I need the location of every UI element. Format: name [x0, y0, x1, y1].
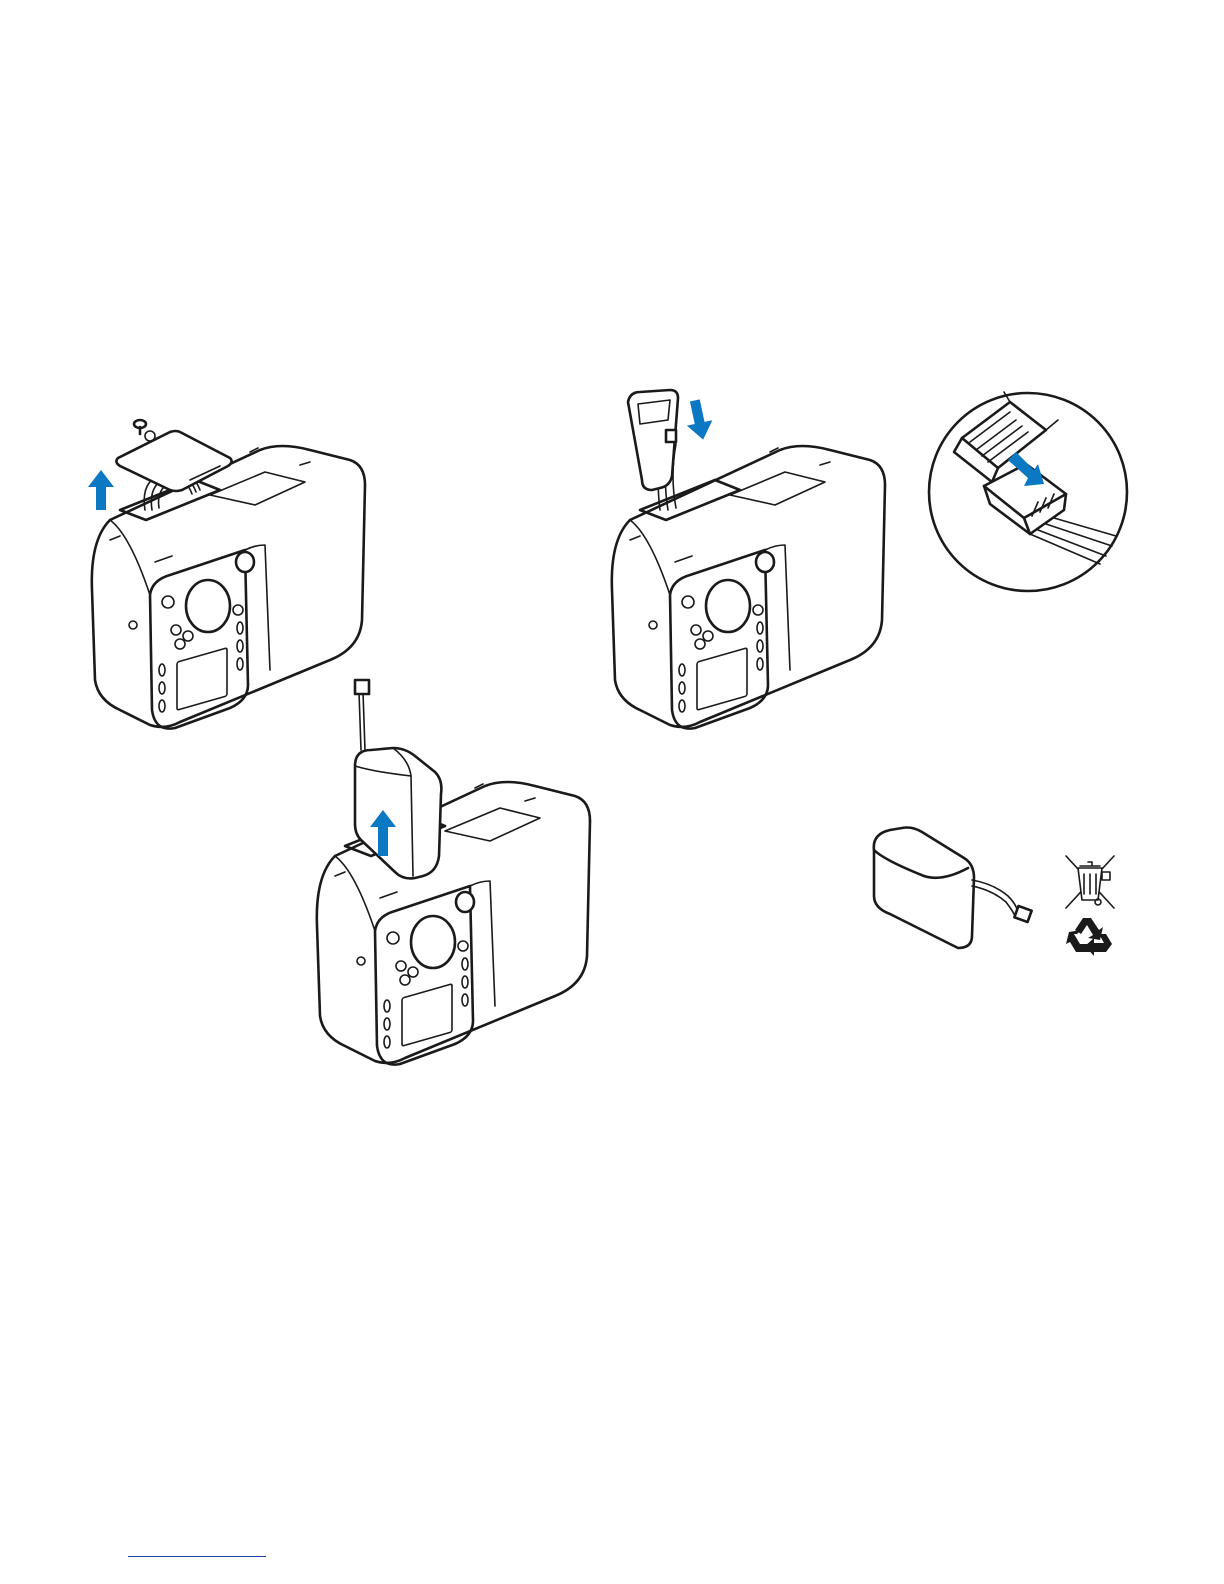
battery-cover: [116, 431, 231, 491]
arrow-down-icon: [682, 398, 716, 443]
battery-wire: [355, 680, 369, 750]
crossed-bin-icon: [1062, 854, 1118, 912]
battery-cover: [628, 390, 678, 490]
footer-rule: [128, 1556, 266, 1557]
arrow-up-icon: [88, 470, 114, 510]
recycle-icon: [1066, 914, 1114, 958]
battery-pack: [355, 748, 441, 878]
battery-disposal: [868, 824, 1044, 954]
connector-detail: [926, 390, 1130, 594]
step-lift-battery: [305, 676, 595, 1076]
screw-icon: [134, 420, 146, 434]
step-insert-connector: [600, 380, 900, 740]
battery-pack-icon: [874, 828, 1032, 949]
